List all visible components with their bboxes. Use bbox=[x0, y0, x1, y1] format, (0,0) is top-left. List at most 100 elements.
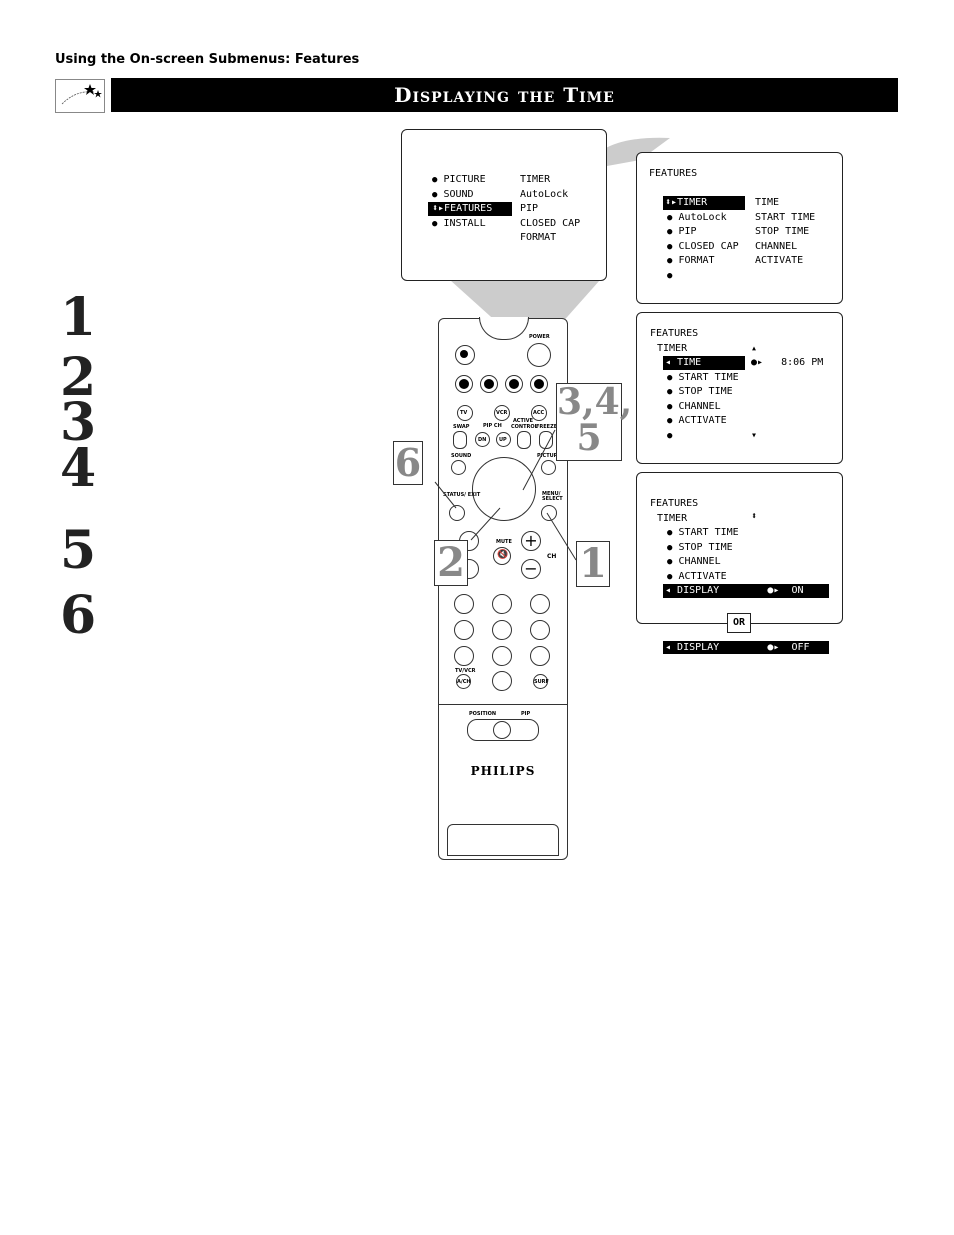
step-number-6: 6 bbox=[60, 585, 97, 646]
number-button[interactable] bbox=[454, 620, 474, 640]
submenu-item: PIP bbox=[520, 203, 539, 214]
up-arrow-icon: ▴ bbox=[751, 343, 758, 354]
menu-item-sound: ● SOUND bbox=[432, 189, 474, 200]
submenu-item: AutoLock bbox=[520, 189, 569, 200]
menu-select-button[interactable] bbox=[541, 505, 557, 521]
swap-button[interactable] bbox=[453, 431, 467, 449]
pip-position-rocker[interactable] bbox=[467, 719, 539, 741]
battery-cover bbox=[447, 824, 559, 856]
step-number-1: 1 bbox=[60, 287, 97, 348]
freeze-label: FREEZE bbox=[536, 424, 558, 430]
step-number-5: 5 bbox=[60, 520, 97, 581]
step-number-3: 3 bbox=[60, 392, 97, 453]
menu-item: ● PIP bbox=[667, 226, 697, 237]
osd-features-menu: FEATURES ⬍▸TIMER ● AutoLock ● PIP ● CLOS… bbox=[636, 152, 843, 304]
position-label: POSITION bbox=[469, 711, 497, 717]
display-off-row: ◂ DISPLAY ●▸ OFF bbox=[663, 641, 829, 654]
callout-step-1: 1 bbox=[576, 541, 610, 587]
freeze-button[interactable] bbox=[539, 431, 553, 449]
submenu-item: STOP TIME bbox=[755, 226, 810, 237]
pip-ch-up-button[interactable]: UP bbox=[496, 432, 511, 447]
mute-label: MUTE bbox=[496, 539, 512, 545]
active-control-label: ACTIVE CONTROL bbox=[511, 418, 538, 430]
osd-title: FEATURES bbox=[649, 168, 698, 179]
osd-title: FEATURES bbox=[650, 328, 699, 339]
navigation-ring[interactable] bbox=[472, 457, 536, 521]
osd-main-menu: ● PICTURE ● SOUND ⬍▸FEATURES ● INSTALL T… bbox=[401, 129, 607, 281]
section-header: Using the On-screen Submenus: Features bbox=[55, 52, 360, 67]
menu-item: ● CHANNEL bbox=[667, 401, 721, 412]
menu-item-time-selected: ◂ TIME bbox=[663, 356, 745, 370]
rewind-button[interactable] bbox=[455, 375, 473, 393]
display-on-row: ◂ DISPLAY ●▸ ON bbox=[663, 584, 829, 598]
number-button[interactable] bbox=[492, 671, 512, 691]
number-button[interactable] bbox=[454, 594, 474, 614]
acc-button[interactable]: ACC bbox=[531, 405, 547, 421]
surf-button[interactable]: SURF bbox=[533, 674, 549, 689]
menu-item: ● bbox=[667, 271, 673, 281]
callout-steps-3-4-5: 3,4, 5 bbox=[556, 381, 633, 461]
pause-button[interactable] bbox=[455, 345, 475, 365]
step-number-4: 4 bbox=[60, 438, 97, 499]
menu-item: ● CLOSED CAP bbox=[667, 241, 739, 252]
fast-forward-button[interactable] bbox=[530, 375, 548, 393]
or-label: OR bbox=[727, 613, 751, 633]
submenu-item: CHANNEL bbox=[755, 241, 798, 252]
osd-subtitle: TIMER bbox=[657, 343, 688, 354]
pip-ch-label: PIP CH bbox=[483, 423, 502, 429]
number-button[interactable] bbox=[530, 594, 550, 614]
ach-button[interactable]: A/CH bbox=[456, 674, 471, 689]
ir-window bbox=[479, 317, 529, 340]
mute-icon: 🔇 bbox=[497, 550, 509, 560]
ch-label: CH bbox=[547, 553, 557, 560]
callout-lines bbox=[434, 429, 577, 561]
step-number-2: 2 bbox=[60, 347, 97, 408]
menu-item: ● bbox=[667, 431, 673, 441]
menu-item-timer-selected: ⬍▸TIMER bbox=[663, 196, 745, 210]
menu-item-features-selected: ⬍▸FEATURES bbox=[428, 202, 512, 216]
callout-step-2: 2 bbox=[434, 540, 468, 586]
pip-button[interactable] bbox=[493, 721, 511, 739]
menu-item: ● START TIME bbox=[667, 372, 739, 383]
mute-button[interactable]: 🔇 bbox=[493, 547, 511, 565]
tv-button[interactable]: TV bbox=[457, 405, 473, 421]
sound-button[interactable] bbox=[451, 460, 466, 475]
menu-item: ● ACTIVATE bbox=[667, 415, 727, 426]
menu-item: ● FORMAT bbox=[667, 255, 715, 266]
menu-item-picture: ● PICTURE bbox=[432, 174, 486, 185]
tvvcr-label: TV/VCR bbox=[455, 668, 476, 674]
submenu-item: TIME bbox=[755, 197, 780, 208]
power-label: POWER bbox=[529, 334, 550, 340]
menu-item: ● STOP TIME bbox=[667, 386, 733, 397]
vcr-button[interactable]: VCR bbox=[494, 405, 510, 421]
stars-logo-icon bbox=[55, 79, 105, 113]
menu-item-install: ● INSTALL bbox=[432, 218, 486, 229]
picture-button[interactable] bbox=[541, 460, 556, 475]
number-button[interactable] bbox=[530, 646, 550, 666]
callout-step-6: 6 bbox=[393, 440, 423, 485]
submenu-item: ACTIVATE bbox=[755, 255, 804, 266]
power-button[interactable] bbox=[527, 343, 551, 367]
stop-button[interactable] bbox=[480, 375, 498, 393]
menu-item: ● START TIME bbox=[667, 527, 739, 538]
status-exit-button[interactable] bbox=[449, 505, 465, 521]
osd-timer-menu: FEATURES TIMER ▴ ◂ TIME ●▸ 8:06 PM ● STA… bbox=[636, 312, 843, 464]
number-button[interactable] bbox=[492, 594, 512, 614]
active-control-button[interactable] bbox=[517, 431, 531, 449]
picture-label: PICTURE bbox=[537, 453, 561, 459]
remote-control: POWER TV VCR ACC SWAP PIP CH ACTIVE CONT… bbox=[438, 317, 568, 860]
osd-subtitle: TIMER bbox=[657, 513, 688, 524]
play-button[interactable] bbox=[505, 375, 523, 393]
channel-down-button[interactable]: − bbox=[521, 559, 541, 579]
osd-display-menu: FEATURES TIMER ⬍ ● START TIME ● STOP TIM… bbox=[636, 472, 843, 624]
number-button[interactable] bbox=[492, 620, 512, 640]
page-title: Displaying the Time bbox=[111, 78, 898, 112]
down-arrow-icon: ▾ bbox=[751, 430, 758, 441]
submenu-item: CLOSED CAP bbox=[520, 218, 581, 229]
number-button[interactable] bbox=[530, 620, 550, 640]
swap-label: SWAP bbox=[453, 424, 470, 430]
pip-ch-down-button[interactable]: DN bbox=[475, 432, 490, 447]
number-button[interactable] bbox=[492, 646, 512, 666]
channel-up-button[interactable]: + bbox=[521, 531, 541, 551]
number-button[interactable] bbox=[454, 646, 474, 666]
